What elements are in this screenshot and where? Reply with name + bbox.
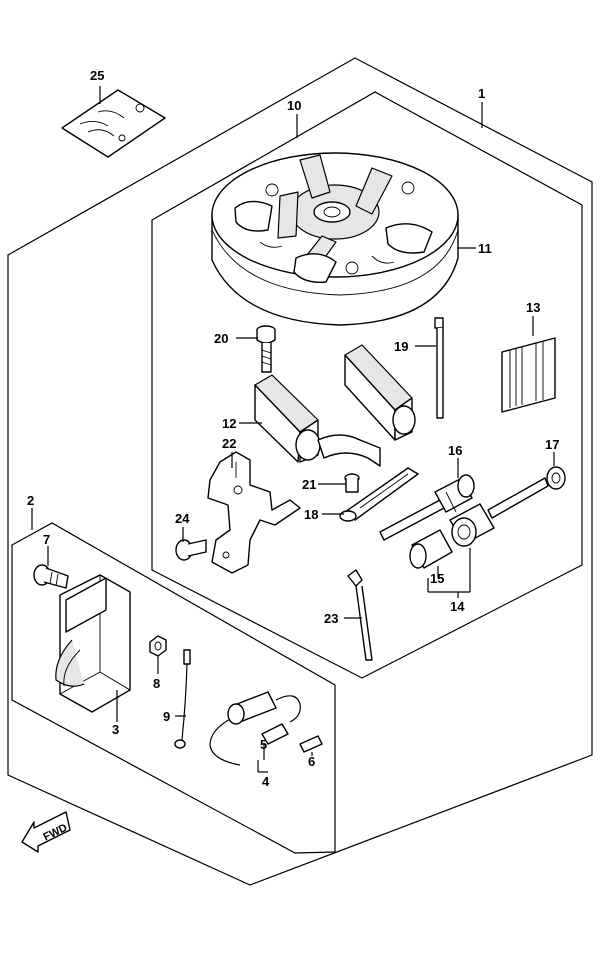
part-22-bracket [207,451,301,574]
part-7-screw [33,564,69,589]
callout-16: 16 [448,443,462,458]
part-19-cable-tie [434,317,444,419]
leader-lines [31,86,555,773]
part-8-nut [149,635,167,657]
callout-15: 15 [430,571,444,586]
part-24-screw [175,539,207,561]
assembly-outline-1 [7,57,593,886]
callout-24: 24 [175,511,190,526]
callout-6: 6 [308,754,315,769]
callout-labels: 25 10 1 11 20 19 13 12 22 16 17 21 18 24… [27,68,559,789]
callout-21: 21 [302,477,316,492]
part-20-bolt [256,325,276,373]
part-17-grommet [546,466,566,490]
part-16-connector [379,474,475,541]
callout-25: 25 [90,68,104,83]
callout-10: 10 [287,98,301,113]
callout-18: 18 [304,507,318,522]
callout-9: 9 [163,709,170,724]
callout-13: 13 [526,300,540,315]
assembly-outline-10 [151,91,583,679]
part-5-fuse [261,723,289,745]
part-3-rectifier [55,574,131,713]
callout-4: 4 [262,774,270,789]
callout-20: 20 [214,331,228,346]
part-25-parts-bag [61,89,166,158]
part-6-spare-fuse [299,735,323,753]
callout-14: 14 [450,599,465,614]
part-14-plug-cord [449,477,549,547]
callout-1: 1 [478,86,485,101]
fwd-direction-arrow: FWD [21,811,71,853]
part-21-screw [344,473,360,493]
callout-23: 23 [324,611,338,626]
part-23-cable-tie [347,569,373,661]
callout-17: 17 [545,437,559,452]
part-9-wire-lead [174,649,191,749]
callout-8: 8 [153,676,160,691]
part-13-label-sheet [501,337,556,413]
part-4-fuse-holder [209,691,301,766]
callout-2: 2 [27,493,34,508]
part-12-coil-assembly [254,344,416,467]
callout-7: 7 [43,532,50,547]
part-15-socket [409,529,453,569]
callout-3: 3 [112,722,119,737]
callout-11: 11 [478,241,492,256]
callout-22: 22 [222,436,236,451]
callout-5: 5 [260,737,267,752]
assembly-outline-2 [11,522,336,854]
part-18-ground-lead [339,467,419,522]
callout-19: 19 [394,339,408,354]
part-11-flywheel [211,152,459,326]
callout-12: 12 [222,416,236,431]
